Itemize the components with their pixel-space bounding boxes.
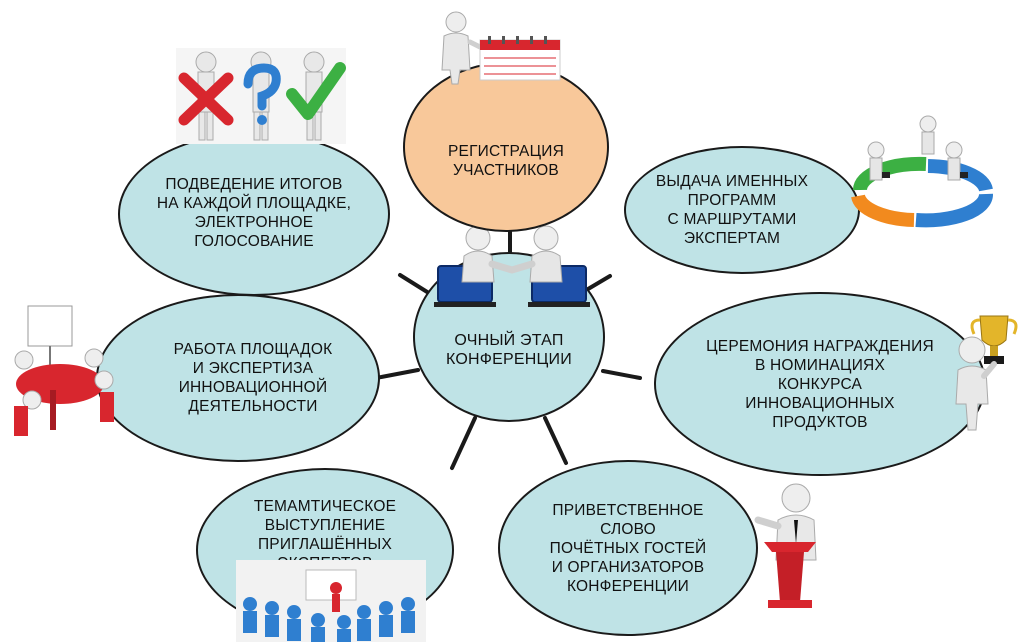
audience-icon [236,560,426,642]
center-label: ОЧНЫЙ ЭТАП КОНФЕРЕНЦИИ [446,332,572,368]
node-awards: ЦЕРЕМОНИЯ НАГРАЖДЕНИЯ В НОМИНАЦИЯХ КОНКУ… [654,292,986,476]
keynote-label: ТЕМАМТИЧЕСКОЕ ВЫСТУПЛЕНИЕ ПРИГЛАШЁННЫХ Э… [253,498,397,572]
podium-speaker-icon [754,483,817,608]
node-workshops: РАБОТА ПЛОЩАДОК И ЭКСПЕРТИЗА ИННОВАЦИОНН… [96,294,380,462]
node-greeting: ПРИВЕТСТВЕННОЕ СЛОВО ПОЧЁТНЫХ ГОСТЕЙ И О… [498,460,758,636]
meeting-table-icon [14,305,114,436]
connector-bottom-right [543,416,568,465]
trophy-figure-icon [955,315,1018,431]
connector-right [601,369,642,380]
node-programs: ВЫДАЧА ИМЕННЫХ ПРОГРАММ С МАРШРУТАМИ ЭКС… [624,146,860,274]
node-results: ПОДВЕДЕНИЕ ИТОГОВ НА КАЖДОЙ ПЛОЩАДКЕ, ЭЛ… [118,132,390,296]
programs-label: ВЫДАЧА ИМЕННЫХ ПРОГРАММ С МАРШРУТАМИ ЭКС… [655,173,809,247]
greeting-label: ПРИВЕТСТВЕННОЕ СЛОВО ПОЧЁТНЫХ ГОСТЕЙ И О… [549,501,707,595]
handshake-icon [434,225,590,307]
check-cross-icon [176,48,346,144]
connector-bottom-left [450,416,477,470]
workshops-label: РАБОТА ПЛОЩАДОК И ЭКСПЕРТИЗА ИННОВАЦИОНН… [173,341,333,415]
node-registration: РЕГИСТРАЦИЯ УЧАСТНИКОВ [403,62,609,232]
connector-left [374,368,420,380]
calendar-figure-icon [441,11,561,85]
registration-label: РЕГИСТРАЦИЯ УЧАСТНИКОВ [448,143,564,179]
results-label: ПОДВЕДЕНИЕ ИТОГОВ НА КАЖДОЙ ПЛОЩАДКЕ, ЭЛ… [156,176,352,250]
cycle-arrows-icon [851,115,993,228]
awards-label: ЦЕРЕМОНИЯ НАГРАЖДЕНИЯ В НОМИНАЦИЯХ КОНКУ… [706,337,934,431]
